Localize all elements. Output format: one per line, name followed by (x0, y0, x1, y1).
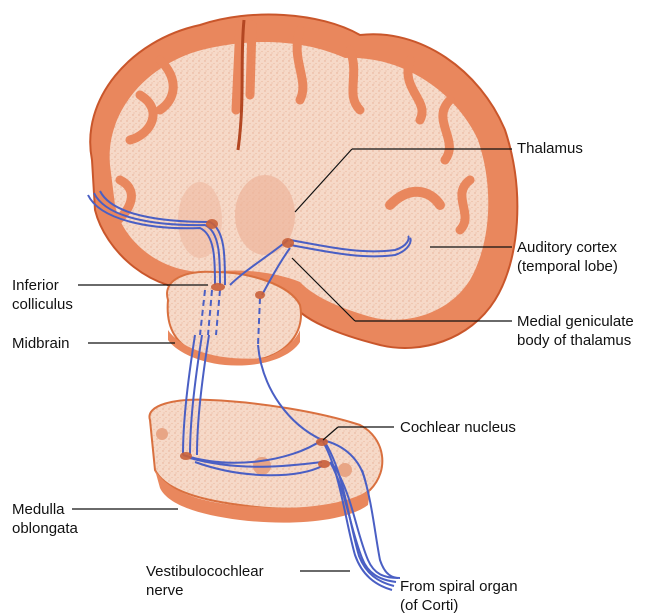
label-thalamus: Thalamus (517, 139, 583, 158)
label-spiral-organ: From spiral organ (of Corti) (400, 577, 518, 615)
label-vestibulocochlear-nerve: Vestibulocochlear nerve (146, 562, 264, 600)
label-midbrain: Midbrain (12, 334, 70, 353)
label-inferior-colliculus: Inferior colliculus (12, 276, 73, 314)
label-medial-geniculate: Medial geniculate body of thalamus (517, 312, 634, 350)
cerebrum (90, 15, 517, 348)
label-cochlear-nucleus: Cochlear nucleus (400, 418, 516, 437)
label-auditory-cortex: Auditory cortex (temporal lobe) (517, 238, 618, 276)
label-medulla-oblongata: Medulla oblongata (12, 500, 78, 538)
